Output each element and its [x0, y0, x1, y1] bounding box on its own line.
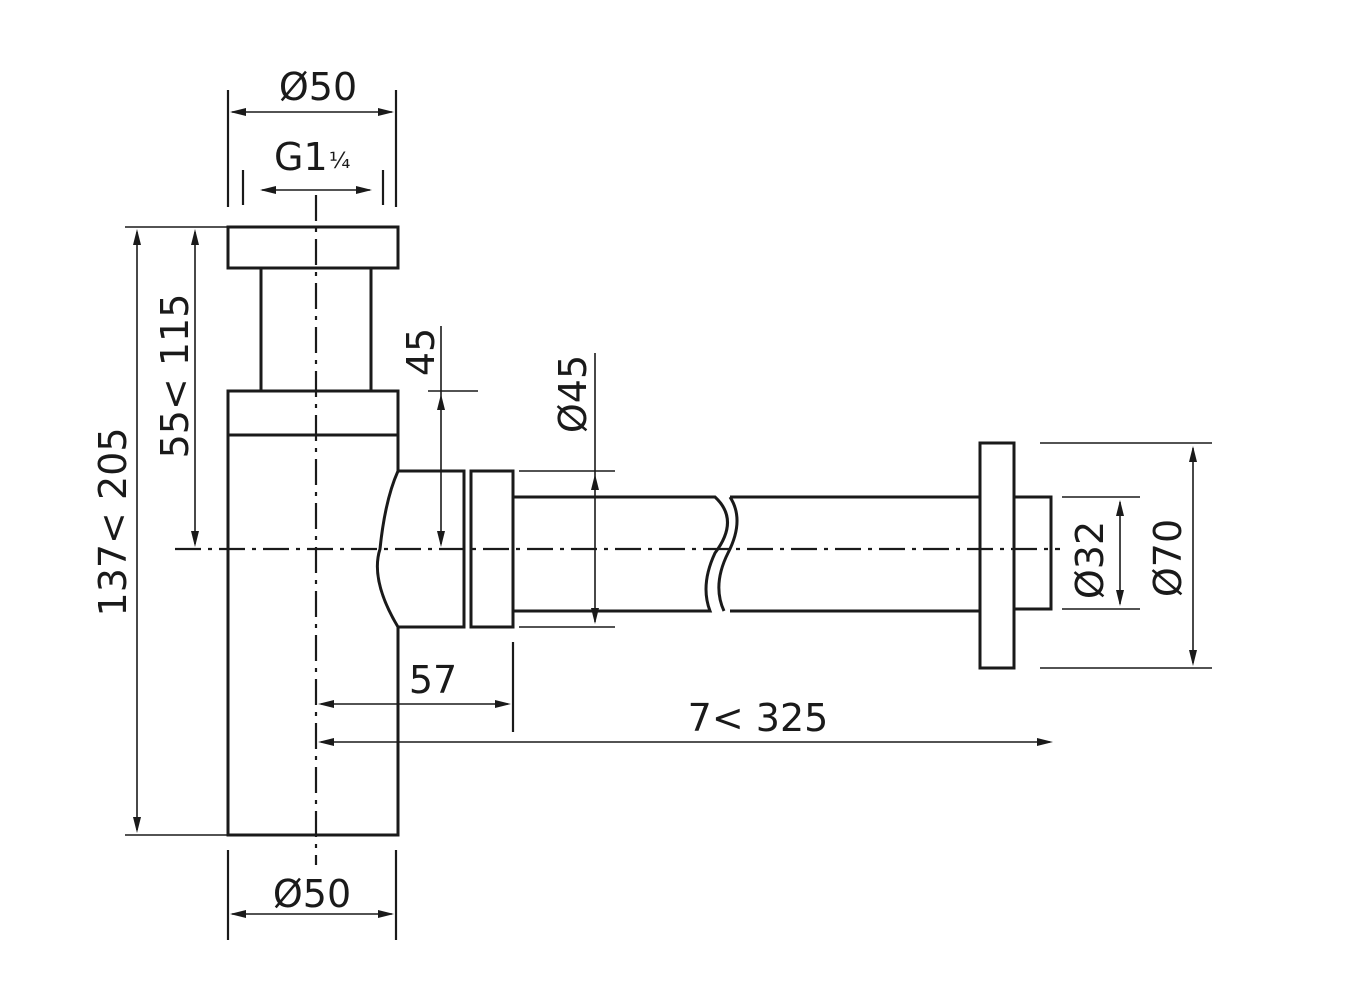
top-nut: [226, 225, 400, 270]
outlet-elbow: [375, 469, 466, 629]
outlet-nut: [469, 469, 515, 629]
vertical-offset-dimension: 45: [399, 326, 478, 547]
horizontal-offset-label: 57: [409, 658, 457, 702]
bottom-diameter-label: Ø50: [273, 872, 351, 916]
outlet-pipe-right: [717, 495, 980, 613]
pipe-diameter-dimension: Ø45: [519, 353, 615, 628]
top-diameter-label: Ø50: [279, 65, 357, 109]
vertical-offset-label: 45: [399, 328, 443, 376]
tailpiece: [259, 268, 373, 391]
center-lines: [175, 195, 1060, 865]
inlet-height-label: 55< 115: [153, 294, 197, 459]
horizontal-length-label: 7< 325: [688, 696, 829, 740]
horizontal-length-dimension: 7< 325: [318, 696, 1053, 746]
horizontal-offset-dimension: 57: [318, 642, 515, 732]
bottom-diameter-dimension: Ø50: [226, 850, 398, 940]
thread-dimension: G1 ¼: [241, 135, 385, 205]
top-diameter-dimension: Ø50: [226, 65, 398, 207]
wall-outlet-diameter-dimension: Ø32: [1062, 496, 1140, 610]
bottle-body: [226, 435, 400, 837]
overall-height-label: 137< 205: [91, 428, 135, 617]
wall-connector: [1012, 495, 1053, 611]
bottle-collar: [226, 389, 400, 437]
overall-height-dimension: 137< 205: [91, 226, 228, 836]
thread-label: G1: [274, 135, 328, 179]
pipe-diameter-label: Ø45: [551, 355, 595, 433]
trap-body: [226, 225, 1053, 837]
outlet-pipe-left: [513, 495, 729, 613]
wall-rosette-diameter-label: Ø70: [1146, 519, 1190, 597]
wall-outlet-diameter-label: Ø32: [1068, 521, 1112, 599]
thread-fraction-label: ¼: [329, 149, 350, 174]
inlet-height-dimension: 55< 115: [153, 229, 199, 547]
wall-rosette: [978, 441, 1016, 670]
wall-rosette-diameter-dimension: Ø70: [1040, 442, 1212, 669]
